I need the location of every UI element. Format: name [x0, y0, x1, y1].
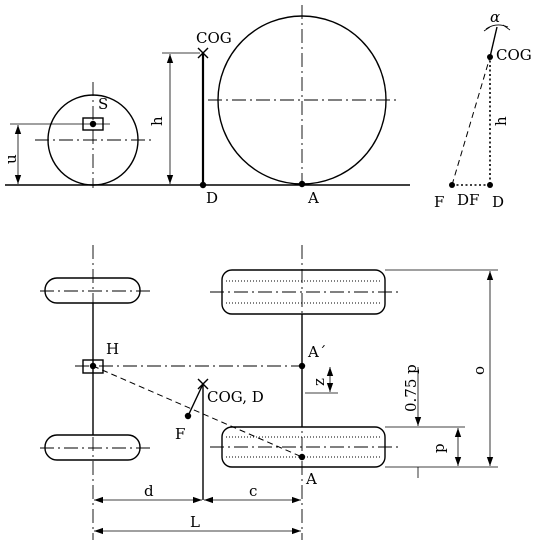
label-h-tilt: h	[492, 116, 510, 126]
label-cog-tilt: COG	[496, 46, 532, 64]
label-alpha: α	[490, 8, 500, 26]
label-a-plan: A	[305, 470, 317, 488]
cog-plan-cross-b	[197, 378, 209, 390]
point-a-side	[298, 180, 306, 188]
label-d-dim: d	[144, 482, 154, 500]
alpha-tick-b	[502, 24, 511, 31]
alpha-tick-a	[483, 26, 491, 32]
tilt-sketch: α COG h F DF D	[434, 8, 532, 211]
label-h-side: h	[148, 116, 166, 126]
tilt-f-point	[449, 182, 455, 188]
label-a-prime: A´	[307, 343, 326, 361]
label-a-side: A	[307, 189, 319, 207]
tipping-axis-dashed	[92, 365, 303, 458]
label-u: u	[2, 154, 20, 164]
label-h-plan: H	[106, 340, 119, 358]
rear-wheel-top	[44, 277, 141, 304]
plan-view: H A´ A COG, D F z 0.75	[40, 245, 498, 540]
tilt-lever	[489, 26, 498, 58]
side-view: S u COG D h A	[2, 5, 410, 207]
label-s: S	[98, 95, 108, 113]
label-p: p	[430, 443, 448, 453]
label-o: o	[470, 366, 488, 375]
point-d-side	[199, 181, 207, 189]
label-d-side: D	[206, 189, 218, 207]
pivot-h-box	[82, 359, 104, 374]
tilt-dashed-radius	[451, 56, 491, 186]
label-d-tilt: D	[492, 193, 504, 211]
label-f-plan: F	[175, 425, 185, 443]
label-z: z	[310, 378, 328, 386]
tilt-d-point	[487, 182, 493, 188]
point-a-prime	[298, 362, 306, 370]
tilt-cog-point	[487, 54, 493, 60]
cog-cross-b	[197, 47, 209, 59]
label-cog-d: COG, D	[207, 388, 264, 406]
alpha-arc	[485, 24, 509, 30]
label-cog-side: COG	[196, 29, 232, 47]
label-df: DF	[457, 191, 479, 209]
label-c-dim: c	[249, 482, 257, 500]
rear-wheel-bottom	[44, 434, 141, 461]
point-f-plan	[184, 412, 192, 420]
point-a-plan	[298, 453, 306, 461]
cog-f-lever	[187, 383, 204, 417]
label-f-tilt: F	[434, 193, 444, 211]
label-l-dim: L	[190, 513, 200, 531]
label-p075: 0.75 p	[402, 364, 420, 412]
